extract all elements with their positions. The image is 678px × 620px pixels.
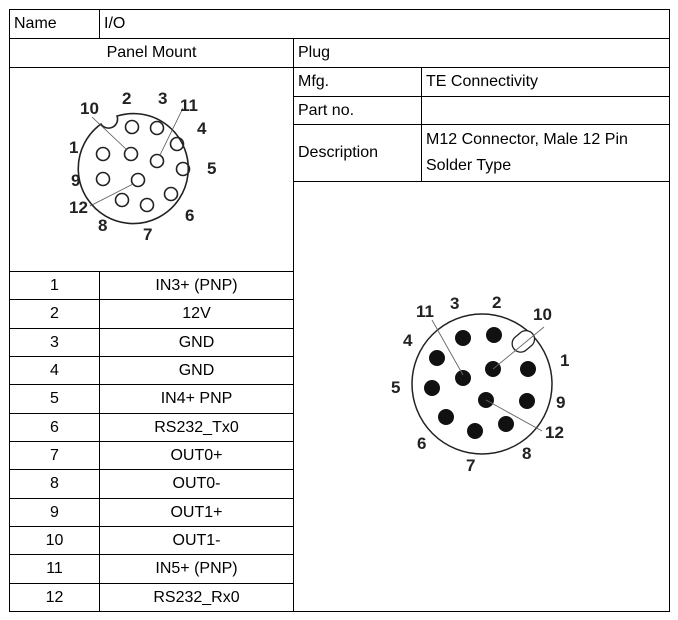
pin-number: 5 (50, 389, 59, 407)
plug-label-3: 3 (450, 294, 459, 313)
pin-signal: IN3+ (PNP) (155, 276, 238, 294)
description-line-1: M12 Connector, Male 12 Pin (426, 131, 628, 149)
pin-number: 8 (50, 474, 59, 492)
pm-label-7: 7 (143, 225, 152, 244)
pm-label-12: 12 (69, 198, 88, 217)
panel-mount-connector-diagram (77, 107, 191, 225)
plug-label-7: 7 (466, 456, 475, 475)
pin-signal: IN4+ PNP (160, 389, 233, 407)
pin-number: 1 (50, 276, 59, 294)
plug-connector-diagram (411, 313, 553, 455)
pin-number: 7 (50, 446, 59, 464)
plug-label-9: 9 (556, 393, 565, 412)
pin-number: 9 (50, 503, 59, 521)
pin-signal: OUT1- (172, 531, 221, 549)
pin-number: 10 (45, 531, 64, 549)
mfg-value: TE Connectivity (426, 73, 539, 90)
pm-label-9: 9 (71, 171, 80, 190)
description-line-2: Solder Type (426, 157, 512, 174)
plug-pin-labels: 11 3 2 10 4 1 5 9 12 6 8 7 (391, 293, 569, 475)
pin-signal: GND (178, 333, 215, 351)
plug-label-12: 12 (545, 423, 564, 442)
pin-number: 6 (50, 418, 59, 436)
pm-label-8: 8 (98, 216, 107, 235)
pm-label-4: 4 (197, 119, 207, 138)
pin-signal: OUT1+ (170, 503, 223, 521)
pin-signal: 12V (182, 304, 211, 322)
pin-signal: GND (178, 361, 215, 379)
plug-label-5: 5 (391, 378, 400, 397)
plug-label-10: 10 (533, 305, 552, 324)
pm-label-5: 5 (207, 159, 216, 178)
plug-label-2: 2 (492, 293, 501, 312)
plug-label-8: 8 (522, 444, 531, 463)
pm-label-2: 2 (122, 89, 131, 108)
pm-label-11: 11 (180, 96, 198, 115)
pm-label-6: 6 (185, 206, 194, 225)
plug-label-4: 4 (403, 331, 413, 350)
description-label: Description (298, 144, 379, 161)
pin-number: 4 (50, 361, 59, 379)
mfg-label: Mfg. (298, 73, 330, 90)
panel-mount-title: Panel Mount (106, 44, 197, 61)
pin-number: 11 (46, 559, 63, 577)
description-value: M12 Connector, Male 12 Pin Solder Type (422, 125, 669, 181)
pm-label-1: 1 (69, 138, 78, 157)
name-value: I/O (104, 15, 126, 32)
pm-label-10: 10 (80, 99, 99, 118)
panel-mount-pin-labels: 10 2 3 11 4 1 5 9 12 6 8 7 (69, 89, 216, 244)
pin-number: 3 (50, 333, 59, 351)
plug-label-1: 1 (560, 351, 569, 370)
plug-title: Plug (298, 44, 331, 61)
plug-label-6: 6 (417, 434, 426, 453)
name-label: Name (14, 15, 57, 32)
plug-label-11: 11 (416, 302, 434, 321)
part-no-label: Part no. (298, 101, 355, 119)
pin-signal: RS232_Tx0 (154, 418, 239, 436)
pin-number: 2 (50, 304, 59, 322)
pin-signal: IN5+ (PNP) (155, 559, 238, 577)
pin-signal: OUT0- (172, 474, 221, 492)
pin-number: 12 (45, 588, 64, 606)
pin-signal: OUT0+ (170, 446, 223, 464)
pin-signal: RS232_Rx0 (153, 588, 240, 606)
pm-label-3: 3 (158, 89, 167, 108)
